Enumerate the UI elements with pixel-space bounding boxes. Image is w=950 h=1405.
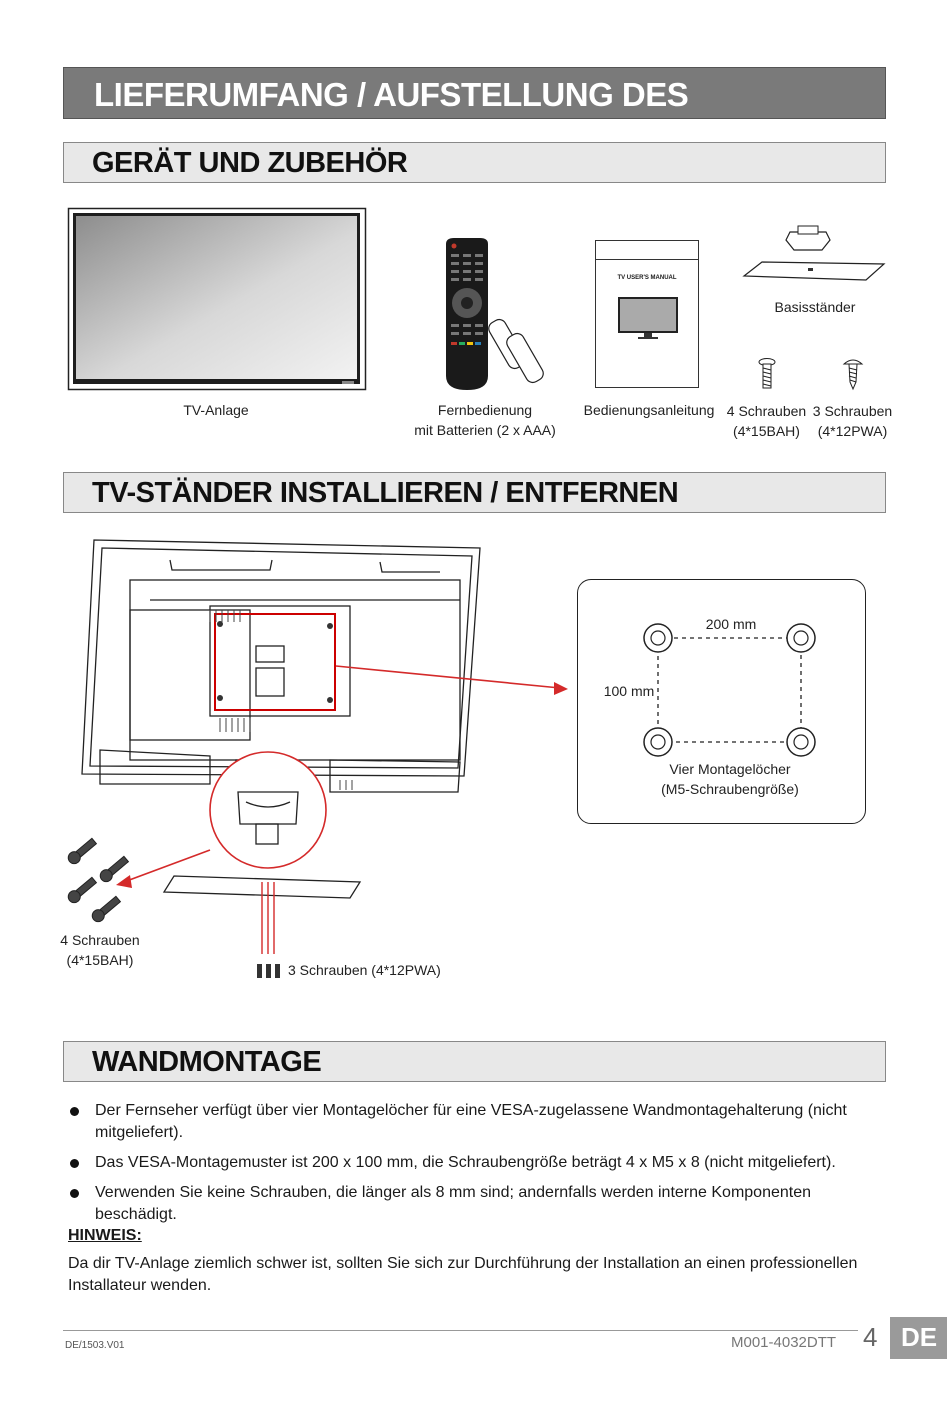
bullet-item: Das VESA-Montagemuster ist 200 x 100 mm,… xyxy=(68,1152,888,1174)
manual-caption: Bedienungsanleitung xyxy=(583,402,715,418)
screws-a-caption-line2: (4*15BAH) xyxy=(733,423,800,439)
vesa-hole-diagram xyxy=(643,623,816,757)
main-title-bar: LIEFERUMFANG / AUFSTELLUNG DES FERNSEHER… xyxy=(63,67,886,151)
stand-screws-a-caption: 4 Schrauben (4*15BAH) xyxy=(55,930,145,970)
note-text: Da dir TV-Anlage ziemlich schwer ist, so… xyxy=(68,1255,858,1294)
manual-illustration: TV USER'S MANUAL xyxy=(595,240,699,388)
stand-screws-a-line2: (4*15BAH) xyxy=(66,952,134,968)
tv-caption: TV-Anlage xyxy=(183,402,249,418)
section-title-stand: TV-STÄNDER INSTALLIEREN / ENTFERNEN xyxy=(92,477,679,509)
stand-caption: Basisständer xyxy=(774,299,856,315)
language-badge: DE xyxy=(890,1317,947,1359)
manual-cover-title: TV USER'S MANUAL xyxy=(617,275,677,281)
screws-a-caption: 4 Schrauben (4*15BAH) xyxy=(724,401,809,441)
stand-illustration xyxy=(742,225,886,281)
screws-b-caption-line1: 3 Schrauben xyxy=(812,403,893,419)
section-title-wall: WANDMONTAGE xyxy=(92,1046,322,1078)
bullet-item: Der Fernseher verfügt über vier Montagel… xyxy=(68,1100,888,1144)
stand-screws-a-line1: 4 Schrauben xyxy=(60,932,140,948)
vesa-caption-line2: (M5-Schraubengröße) xyxy=(661,781,799,797)
vesa-caption-line1: Vier Montagelöcher xyxy=(669,761,791,777)
vesa-height-label: 100 mm xyxy=(603,683,655,699)
remote-caption-line1: Fernbedienung xyxy=(437,402,533,418)
bullet-item: Verwenden Sie keine Schrauben, die länge… xyxy=(68,1182,888,1226)
footer-doc-code: DE/1503.V01 xyxy=(65,1340,125,1351)
tv-illustration xyxy=(67,207,367,391)
tv-back-diagram xyxy=(67,539,568,954)
section-title-bar-accessories: GERÄT UND ZUBEHÖR xyxy=(63,142,886,183)
footer-model: M001-4032DTT xyxy=(731,1334,837,1351)
manual-tv-icon xyxy=(618,297,678,339)
screw-12pwa-icon xyxy=(842,359,864,391)
footer-divider xyxy=(63,1330,858,1331)
wall-mount-bullets: Der Fernseher verfügt über vier Montagel… xyxy=(68,1100,888,1234)
remote-caption-line2: mit Batterien (2 x AAA) xyxy=(414,422,556,438)
language-badge-label: DE xyxy=(901,1322,938,1352)
screws-b-caption: 3 Schrauben (4*12PWA) xyxy=(810,401,895,441)
main-title: LIEFERUMFANG / AUFSTELLUNG DES FERNSEHER… xyxy=(94,76,689,151)
vesa-width-label: 200 mm xyxy=(705,616,757,632)
section-title-accessories: GERÄT UND ZUBEHÖR xyxy=(92,147,408,179)
remote-illustration xyxy=(446,238,544,390)
section-title-bar-stand: TV-STÄNDER INSTALLIEREN / ENTFERNEN xyxy=(63,472,886,513)
screws-b-caption-line2: (4*12PWA) xyxy=(817,423,888,439)
page-number: 4 xyxy=(863,1322,878,1352)
vesa-pattern-panel xyxy=(577,579,866,824)
screws-a-caption-line1: 4 Schrauben xyxy=(726,403,807,419)
vesa-caption: Vier Montagelöcher (M5-Schraubengröße) xyxy=(640,759,820,799)
screw-15bah-icon xyxy=(758,358,776,389)
screws-12pwa-group-icon xyxy=(257,964,280,978)
stand-screws-b-caption: 3 Schrauben (4*12PWA) xyxy=(288,962,441,978)
section-title-bar-wall: WANDMONTAGE xyxy=(63,1041,886,1082)
remote-caption: Fernbedienung mit Batterien (2 x AAA) xyxy=(405,400,565,440)
note-heading: HINWEIS: xyxy=(68,1227,142,1244)
